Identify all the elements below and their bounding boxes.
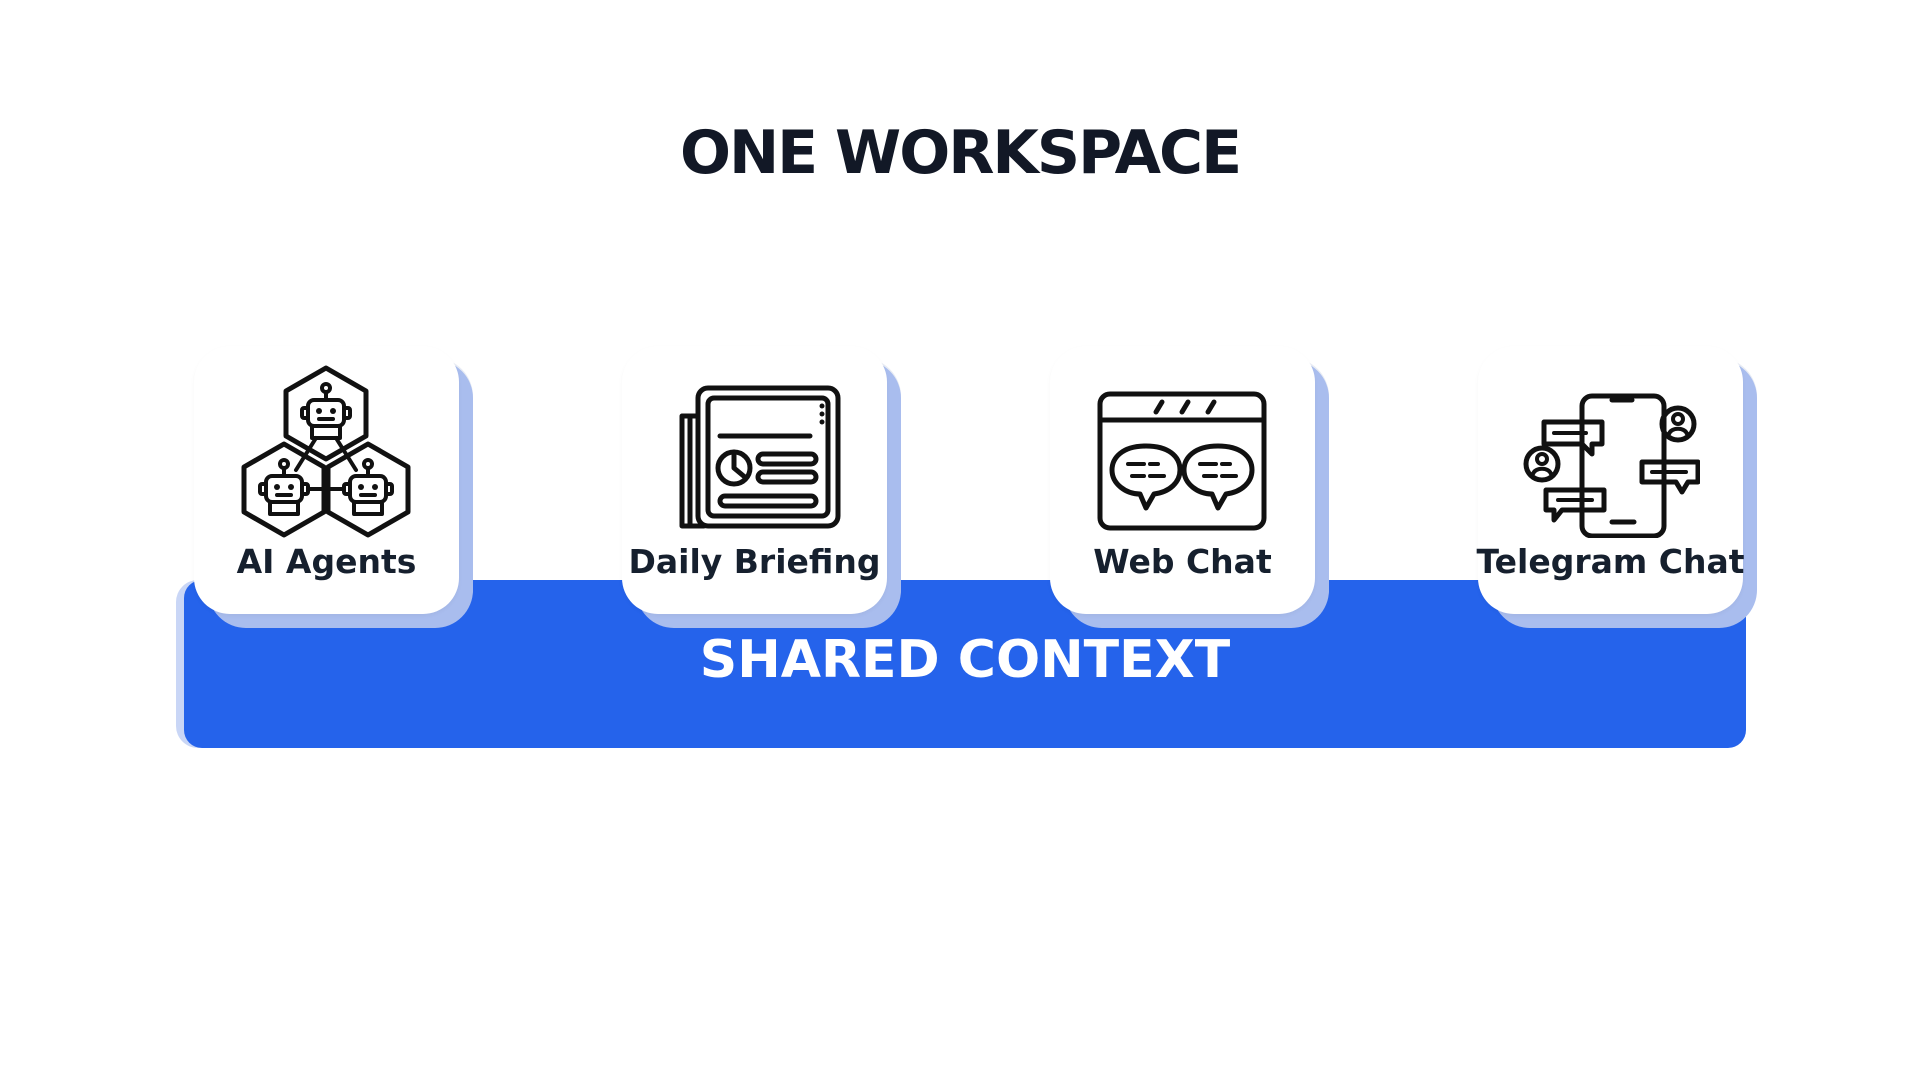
card-label: Daily Briefing [628, 542, 881, 581]
shared-context-label: SHARED CONTEXT [699, 630, 1231, 690]
web-chat-icon [1097, 391, 1267, 531]
page-title: ONE WORKSPACE [679, 118, 1242, 188]
card-label: AI Agents [236, 542, 417, 581]
card-label: Telegram Chat [1476, 542, 1745, 581]
telegram-chat-icon [1523, 393, 1700, 538]
card-daily-briefing: Daily Briefing [622, 346, 887, 614]
ai-agents-icon [241, 365, 411, 538]
card-web-chat: Web Chat [1050, 346, 1315, 614]
newspaper-icon [679, 385, 841, 529]
card-ai-agents: AI Agents [194, 346, 459, 614]
card-label: Web Chat [1093, 542, 1272, 581]
card-telegram-chat: Telegram Chat [1477, 346, 1745, 614]
